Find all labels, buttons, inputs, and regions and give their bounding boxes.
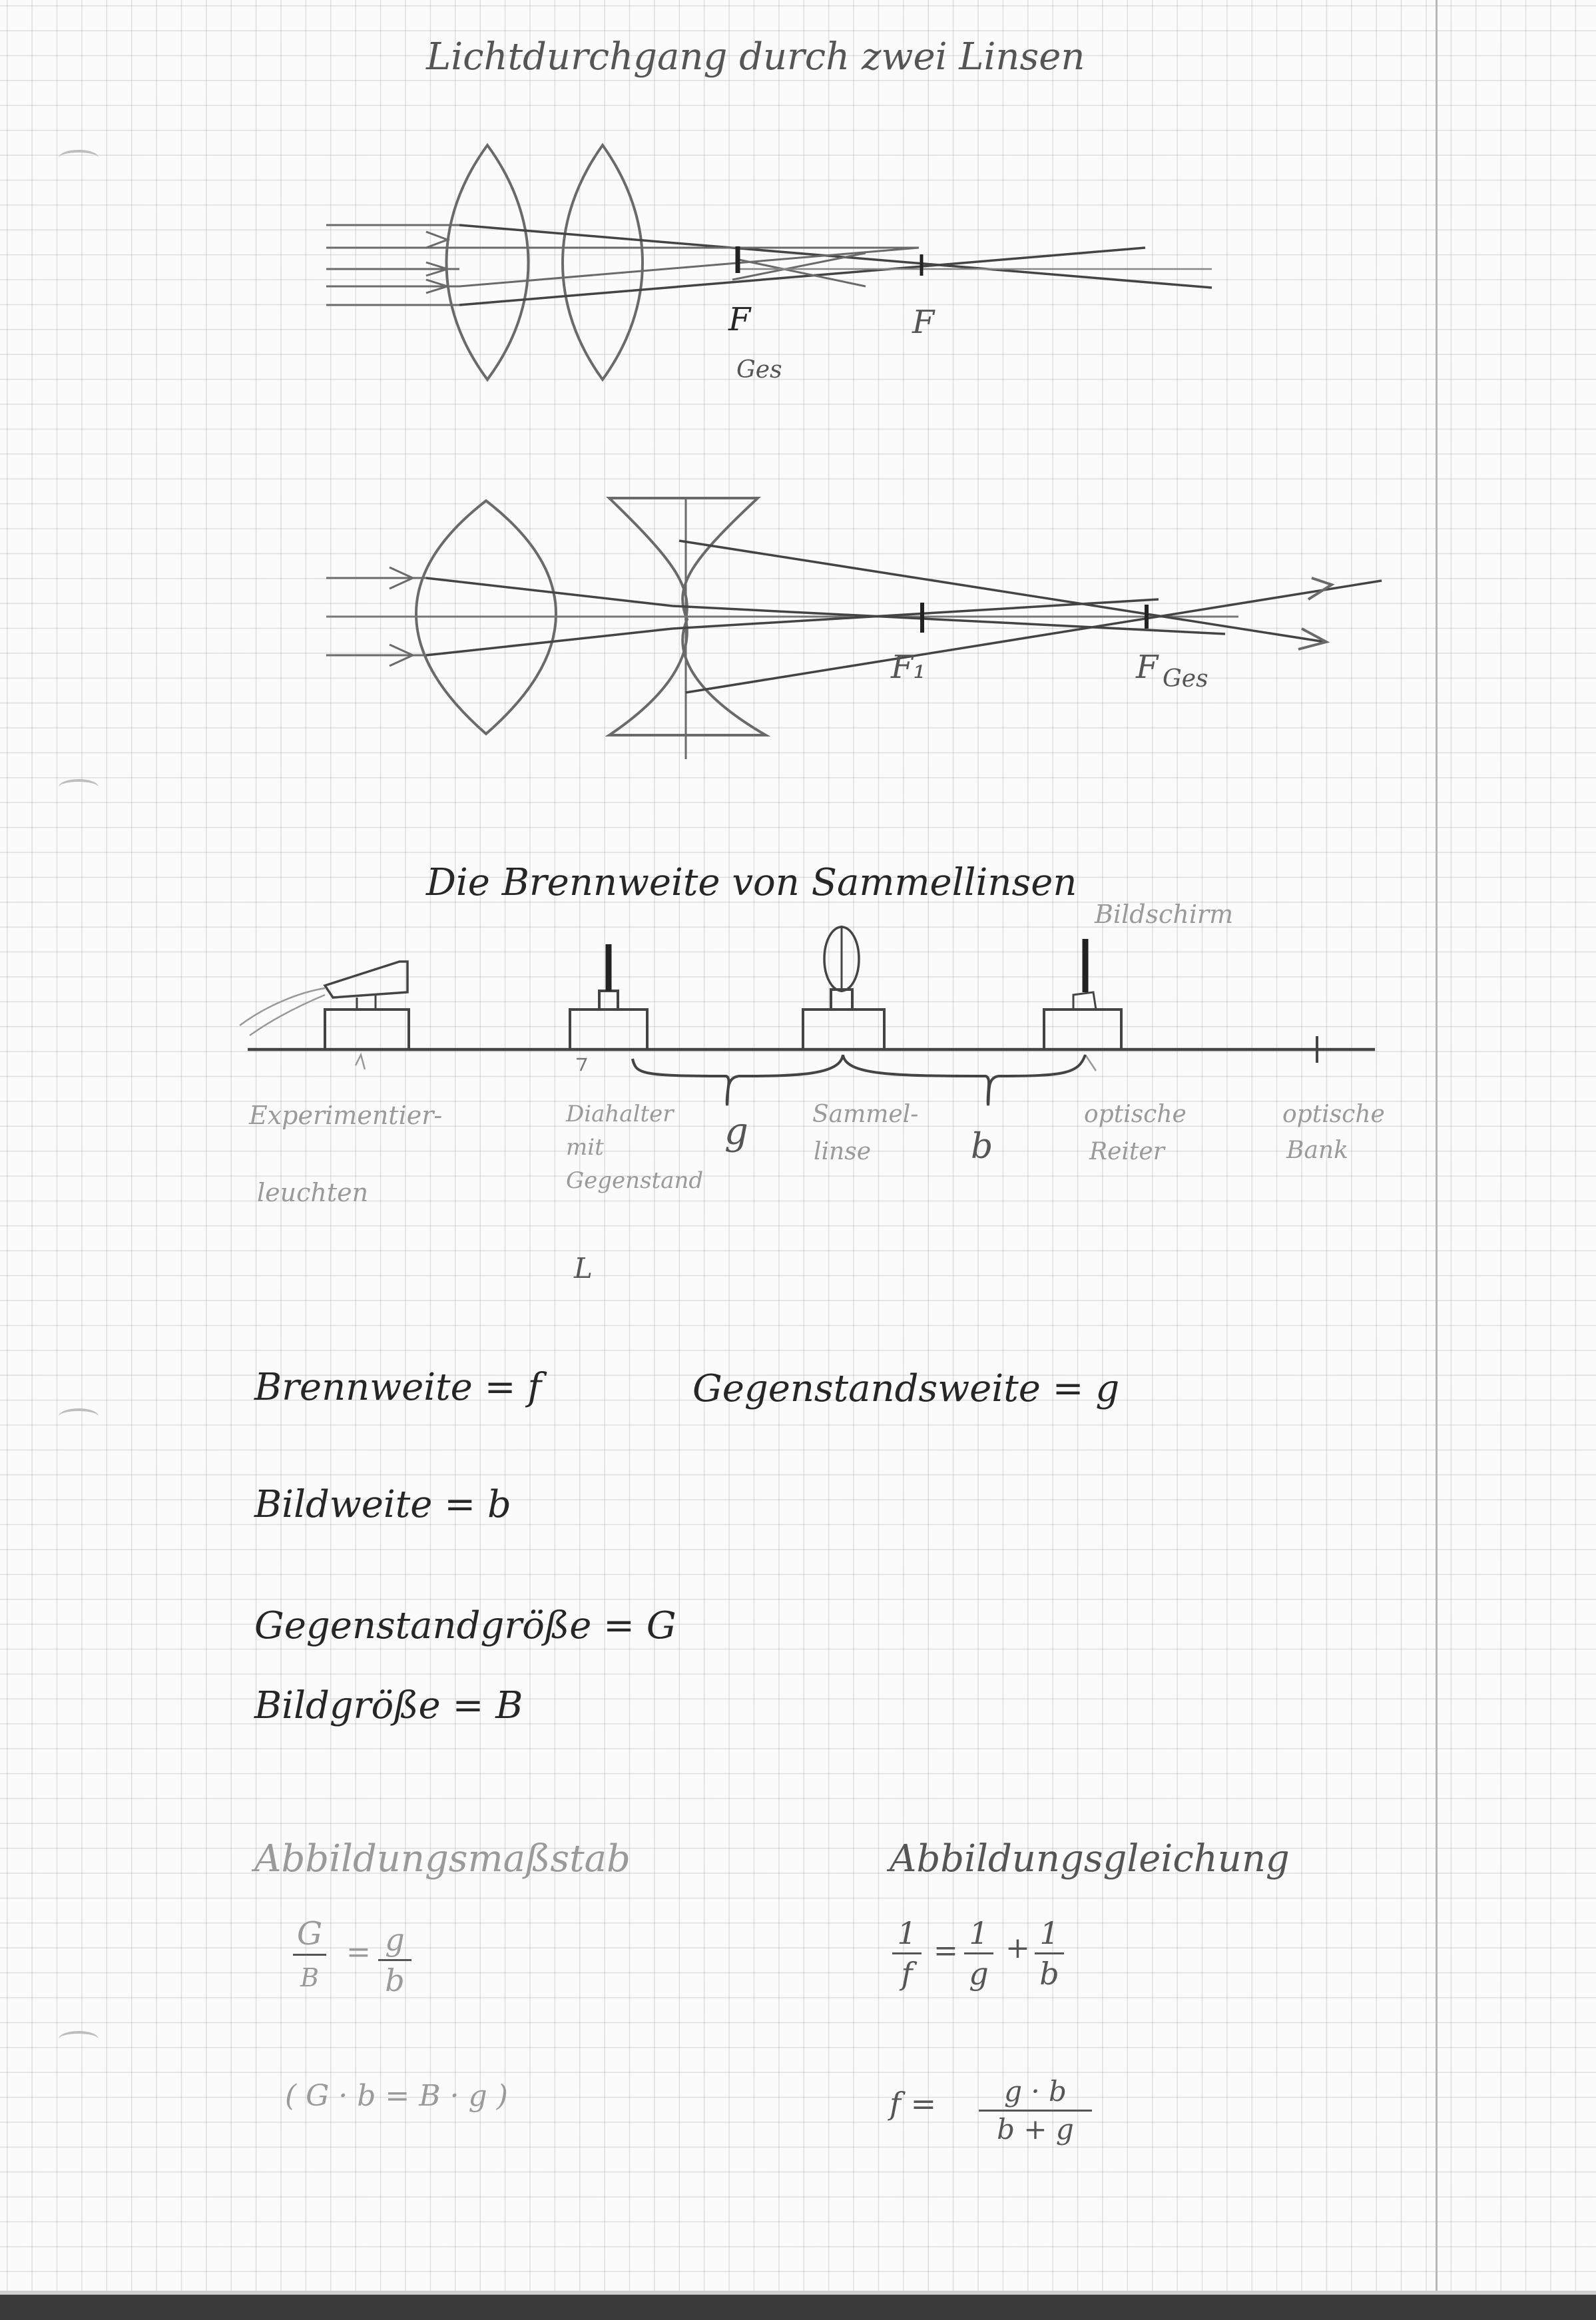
object-distance-numerator: g	[385, 1922, 405, 1958]
object-distance-definition: Gegenstandsweite = g	[692, 1367, 1120, 1410]
lens-rider	[802, 1008, 886, 1051]
punch-hole-mark	[59, 150, 99, 166]
lens-equation-fraction-f: 1 f	[892, 1918, 922, 1989]
slide-holder-label-line2: mit	[566, 1134, 604, 1161]
object-distance-label: g	[724, 1110, 748, 1153]
focal-length-denominator: f	[901, 1956, 913, 1992]
focal-length-definition: Brennweite = f	[254, 1366, 542, 1409]
image-distance-definition: Bildweite = b	[254, 1483, 511, 1526]
convex-lens-2	[561, 143, 644, 382]
focal-length-formula-lhs: f =	[890, 2086, 937, 2122]
object-size-definition: Gegenstandgröße = G	[254, 1604, 676, 1647]
focal-point-total-label-2: F	[1136, 649, 1159, 686]
rider-label-line2: Reiter	[1089, 1138, 1165, 1165]
magnification-lhs-fraction: G B	[293, 1918, 326, 1992]
section1-title: Lichtdurchgang durch zwei Linsen	[426, 35, 1085, 79]
convex-lens-3	[415, 499, 557, 736]
page-margin-line	[1436, 0, 1438, 2291]
image-distance-label: b	[971, 1127, 993, 1167]
lamp-rider	[324, 1008, 410, 1051]
lens-label-line2: linse	[814, 1138, 871, 1165]
lamp-housing	[323, 960, 409, 999]
image-object-size-numerator: G	[296, 1915, 323, 1952]
slide-holder-label-line4: L	[574, 1252, 593, 1285]
focal-point-label: F	[912, 304, 935, 341]
lens-equation-equals: =	[933, 1934, 958, 1968]
screen-label: Bildschirm	[1095, 900, 1234, 929]
image-distance-denominator: b	[1039, 1956, 1059, 1992]
image-distance-denominator: b	[385, 1962, 405, 1998]
lamp-label-line2: leuchten	[257, 1178, 369, 1207]
punch-hole-mark	[59, 2031, 99, 2047]
slide-holder-label-line3: Gegenstand	[566, 1167, 704, 1194]
lens-equation-fraction-g: 1 g	[964, 1918, 993, 1989]
convex-lens-1	[445, 143, 530, 382]
formula-denominator: b + g	[997, 2113, 1074, 2146]
slide-holder-rider	[569, 1008, 649, 1051]
lens-label-line1: Sammel-	[812, 1101, 919, 1128]
magnification-equals: =	[346, 1935, 371, 1969]
focal-point-1-label: F₁	[891, 649, 926, 686]
slide-holder-label-line1: Diahalter	[566, 1101, 674, 1127]
punch-hole-mark	[59, 779, 99, 795]
screen-rider	[1043, 1008, 1123, 1051]
numerator-one: 1	[969, 1915, 989, 1951]
focal-length-formula-fraction: g · b b + g	[979, 2078, 1092, 2144]
figure-two-convex-lenses	[326, 143, 1212, 382]
bench-label-line1: optische	[1282, 1101, 1385, 1128]
lamp-label-line1: Experimentier-	[249, 1101, 443, 1130]
focal-point-total-subscript-2: Ges	[1163, 665, 1208, 693]
numerator-one: 1	[897, 1915, 917, 1951]
image-size-definition: Bildgröße = B	[254, 1684, 523, 1727]
magnification-heading: Abbildungsmaßstab	[254, 1837, 631, 1881]
section2-title: Die Brennweite von Sammellinsen	[426, 861, 1077, 904]
focal-point-total-subscript: Ges	[736, 356, 782, 384]
punch-hole-mark	[59, 1408, 99, 1424]
magnification-rhs-fraction: g b	[378, 1924, 411, 1996]
lens-equation-plus: +	[1005, 1931, 1030, 1965]
rider-label-line1: optische	[1084, 1101, 1187, 1128]
scanner-edge	[0, 2295, 1596, 2320]
optical-bench-diagram	[239, 926, 1375, 1106]
magnification-product-equation: ( G · b = B · g )	[285, 2079, 508, 2113]
formula-numerator: g · b	[1004, 2075, 1067, 2108]
lens-equation-fraction-b: 1 b	[1035, 1918, 1064, 1989]
image-size-denominator: B	[300, 1963, 319, 1992]
lens-equation-heading: Abbildungsgleichung	[890, 1837, 1290, 1881]
page-bottom-shadow	[0, 2291, 1596, 2295]
figure-convex-concave-lenses	[326, 497, 1382, 759]
bench-label-line2: Bank	[1286, 1137, 1348, 1164]
focal-point-total-label: F	[728, 301, 751, 338]
object-distance-denominator: g	[969, 1956, 989, 1992]
numerator-one: 1	[1039, 1915, 1059, 1951]
